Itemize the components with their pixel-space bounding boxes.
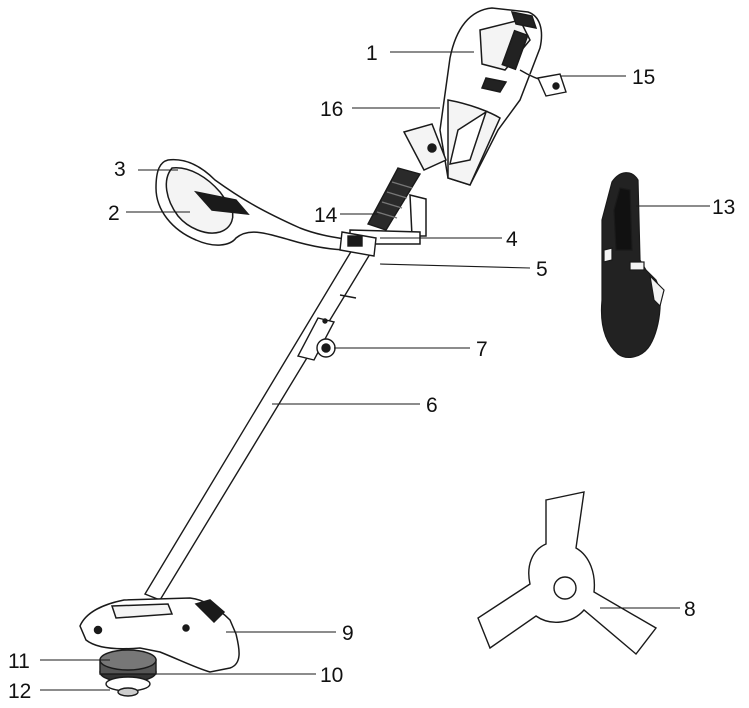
- label-15: 15: [632, 66, 655, 89]
- auxiliary-handle: [155, 158, 427, 251]
- label-4: 4: [506, 228, 518, 251]
- trimmer-head: [79, 597, 240, 673]
- shoulder-strap: [600, 172, 665, 358]
- grip-sleeve: [366, 167, 422, 231]
- label-8: 8: [684, 598, 696, 621]
- label-10: 10: [320, 664, 343, 687]
- handle-clamp: [339, 231, 377, 257]
- label-14: 14: [314, 204, 338, 227]
- three-tooth-blade: [477, 491, 658, 656]
- power-cord: [519, 69, 567, 97]
- cutting-spool: [99, 649, 157, 697]
- label-2: 2: [108, 202, 120, 225]
- callout-labels: 1 16 3 2 14 15 4 5 7 6 13 8 9 10 11 12: [8, 42, 735, 703]
- main-handle: [402, 7, 543, 186]
- shaft: [143, 249, 372, 601]
- label-16: 16: [320, 98, 343, 121]
- label-1: 1: [366, 42, 378, 65]
- label-3: 3: [114, 158, 126, 181]
- label-5: 5: [536, 258, 548, 281]
- label-12: 12: [8, 680, 31, 703]
- label-9: 9: [342, 622, 354, 645]
- label-6: 6: [426, 394, 438, 417]
- label-13: 13: [712, 196, 735, 219]
- callout-lines: [40, 51, 710, 691]
- label-7: 7: [476, 338, 488, 361]
- label-11: 11: [8, 650, 30, 673]
